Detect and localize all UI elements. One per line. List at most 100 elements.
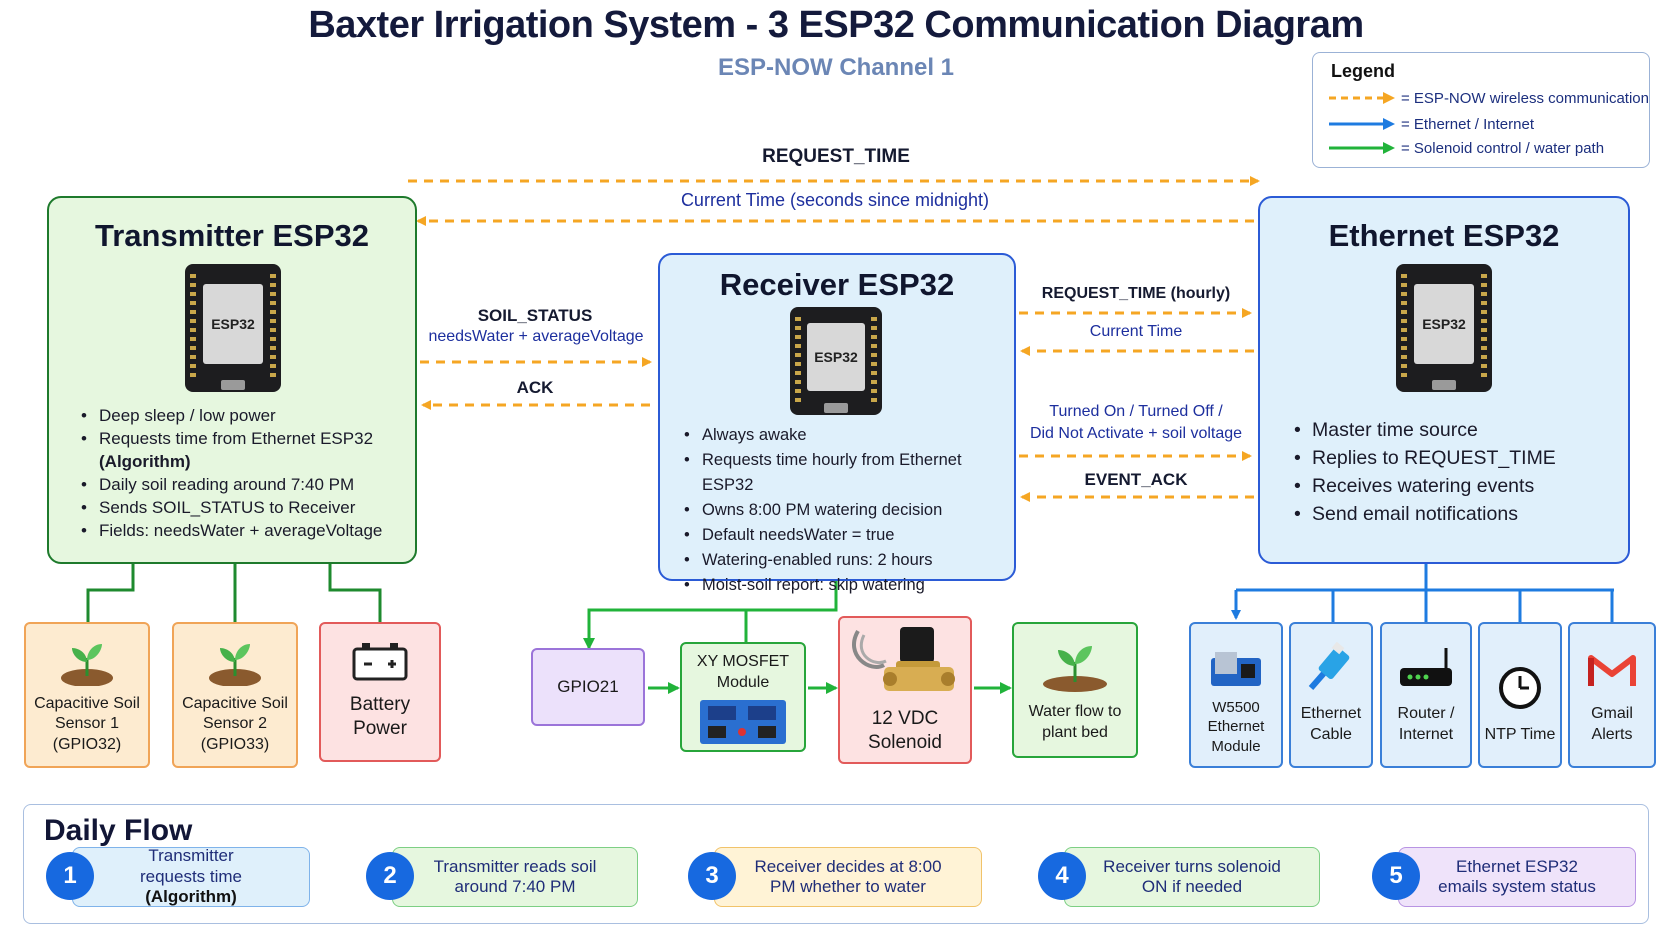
sprout-icon — [1042, 642, 1108, 693]
ethernet-cable: Ethernet Cable — [1289, 622, 1373, 768]
blue-arrow-icon — [1329, 118, 1395, 130]
esp32-chip-icon: ESP32 — [185, 264, 281, 392]
router-internet: Router / Internet — [1380, 622, 1472, 768]
component-label: GPIO21 — [557, 676, 619, 696]
current-time-label: Current Time — [1089, 323, 1183, 340]
bullet: Default needsWater = true — [682, 523, 1014, 548]
bullet: Moist-soil report: skip watering — [682, 573, 1014, 598]
component-label: Capacitive Soil Sensor 1 (GPIO32) — [34, 694, 140, 754]
soil-status-fields-label: needsWater + averageVoltage — [428, 328, 644, 345]
xy-mosfet-module: XY MOSFET Module — [680, 642, 806, 752]
transmitter-bullets: Deep sleep / low power Requests time fro… — [79, 404, 382, 542]
bullet: Send email notifications — [1292, 500, 1556, 528]
green-arrow-icon — [1329, 142, 1395, 154]
gmail-alerts: Gmail Alerts — [1568, 622, 1656, 768]
receiver-title: Receiver ESP32 — [719, 267, 955, 302]
step-text: Ethernet ESP32 emails system status — [1438, 856, 1596, 896]
ethernet-title: Ethernet ESP32 — [1328, 218, 1560, 253]
bullet: Always awake — [682, 423, 1014, 448]
bullet: Sends SOIL_STATUS to Receiver — [79, 496, 382, 519]
legend-label: = Solenoid control / water path — [1401, 139, 1605, 157]
chip-label: ESP32 — [203, 284, 263, 364]
component-label: Water flow to plant bed — [1028, 703, 1122, 742]
ntp-time: NTP Time — [1478, 622, 1562, 768]
turned-on-off-label: Turned On / Turned Off / — [1049, 403, 1223, 420]
legend-ethernet: = Ethernet / Internet — [1329, 113, 1534, 135]
flow-step-4: Receiver turns solenoid ON if needed — [1064, 847, 1320, 907]
legend-esp-now: = ESP-NOW wireless communication — [1329, 87, 1649, 109]
bullet-sub: (Algorithm) — [99, 452, 191, 471]
bullet: Requests time hourly from Ethernet ESP32 — [682, 448, 1014, 498]
legend: Legend = ESP-NOW wireless communication … — [1312, 52, 1650, 168]
receiver-bullets: Always awake Requests time hourly from E… — [682, 423, 1014, 598]
chip-label: ESP32 — [807, 323, 865, 391]
component-label: Gmail Alerts — [1591, 705, 1633, 744]
sprout-icon — [60, 640, 114, 686]
clock-icon — [1497, 665, 1543, 711]
battery-icon — [352, 641, 408, 681]
component-label: W5500 Ethernet Module — [1207, 698, 1265, 755]
solenoid-valve-icon — [850, 625, 960, 701]
ethernet-esp32-box: Ethernet ESP32 ESP32 Master time source … — [1258, 196, 1630, 564]
transmitter-esp32-box: Transmitter ESP32 ESP32 Deep sleep / low… — [47, 196, 417, 564]
bullet: Master time source — [1292, 416, 1556, 444]
component-label: Capacitive Soil Sensor 2 (GPIO33) — [182, 694, 288, 754]
tx-sensor1-line — [86, 564, 135, 622]
step-number: 2 — [366, 852, 414, 900]
component-label: 12 VDC Solenoid — [868, 707, 942, 754]
component-label: Battery Power — [349, 693, 411, 740]
flow-step-1: Transmitter requests time (Algorithm) — [72, 846, 310, 907]
current-time-midnight-label: Current Time (seconds since midnight) — [680, 190, 990, 210]
legend-label: = Ethernet / Internet — [1401, 115, 1535, 133]
flow-step-5: Ethernet ESP32 emails system status — [1398, 847, 1636, 907]
esp32-chip-icon: ESP32 — [790, 307, 882, 415]
bullet: Receives watering events — [1292, 472, 1556, 500]
bullet: Owns 8:00 PM watering decision — [682, 498, 1014, 523]
w5500-module: W5500 Ethernet Module — [1189, 622, 1283, 768]
request-time-hourly-label: REQUEST_TIME (hourly) — [1041, 285, 1231, 302]
sprout-icon — [208, 640, 262, 686]
solenoid-box: 12 VDC Solenoid — [838, 616, 972, 764]
daily-flow-title: Daily Flow — [44, 814, 193, 847]
step-text: Transmitter reads soil around 7:40 PM — [433, 856, 597, 896]
step-number: 1 — [46, 852, 94, 900]
soil-sensor-1: Capacitive Soil Sensor 1 (GPIO32) — [24, 622, 150, 768]
chip-label: ESP32 — [1414, 284, 1474, 364]
page-title: Baxter Irrigation System - 3 ESP32 Commu… — [308, 4, 1364, 46]
ethernet-cable-icon — [1307, 642, 1355, 691]
bullet: Requests time from Ethernet ESP32 — [79, 427, 382, 450]
flow-step-2: Transmitter reads soil around 7:40 PM — [392, 847, 638, 907]
orange-dashed-arrow-icon — [1329, 92, 1395, 104]
component-label: Ethernet Cable — [1300, 705, 1362, 744]
soil-status-label: SOIL_STATUS — [477, 306, 593, 325]
receiver-esp32-box: Receiver ESP32 ESP32 Always awake Reques… — [658, 253, 1016, 598]
mosfet-board-icon — [700, 699, 786, 744]
bullet: Daily soil reading around 7:40 PM — [79, 473, 382, 496]
legend-solenoid: = Solenoid control / water path — [1329, 137, 1604, 159]
step-text: Receiver turns solenoid ON if needed — [1103, 856, 1281, 896]
step-number: 5 — [1372, 852, 1420, 900]
flow-step-3: Receiver decides at 8:00 PM whether to w… — [714, 847, 982, 907]
ack-label: ACK — [516, 378, 554, 397]
legend-title: Legend — [1331, 61, 1396, 81]
request-time-label: REQUEST_TIME — [762, 146, 910, 167]
bullet: Deep sleep / low power — [79, 404, 382, 427]
component-label: XY MOSFET Module — [696, 653, 790, 691]
did-not-activate-label: Did Not Activate + soil voltage — [1029, 425, 1243, 442]
step-number: 3 — [688, 852, 736, 900]
bullet: Watering-enabled runs: 2 hours — [682, 548, 1014, 573]
component-label: NTP Time — [1484, 726, 1556, 744]
step-text: Receiver decides at 8:00 PM whether to w… — [754, 856, 942, 896]
ethernet-module-icon — [1211, 651, 1261, 688]
legend-label: = ESP-NOW wireless communication — [1401, 89, 1649, 107]
transmitter-title: Transmitter ESP32 — [95, 218, 369, 253]
esp32-chip-icon: ESP32 — [1396, 264, 1492, 392]
gpio21-box: GPIO21 — [531, 648, 645, 726]
bullet: Fields: needsWater + averageVoltage — [79, 519, 382, 542]
bullet: Replies to REQUEST_TIME — [1292, 444, 1556, 472]
component-label: Router / Internet — [1397, 705, 1455, 744]
soil-sensor-2: Capacitive Soil Sensor 2 (GPIO33) — [172, 622, 298, 768]
step-text: Transmitter requests time — [139, 846, 243, 886]
tx-battery-line — [328, 564, 382, 622]
gmail-icon — [1587, 650, 1637, 690]
